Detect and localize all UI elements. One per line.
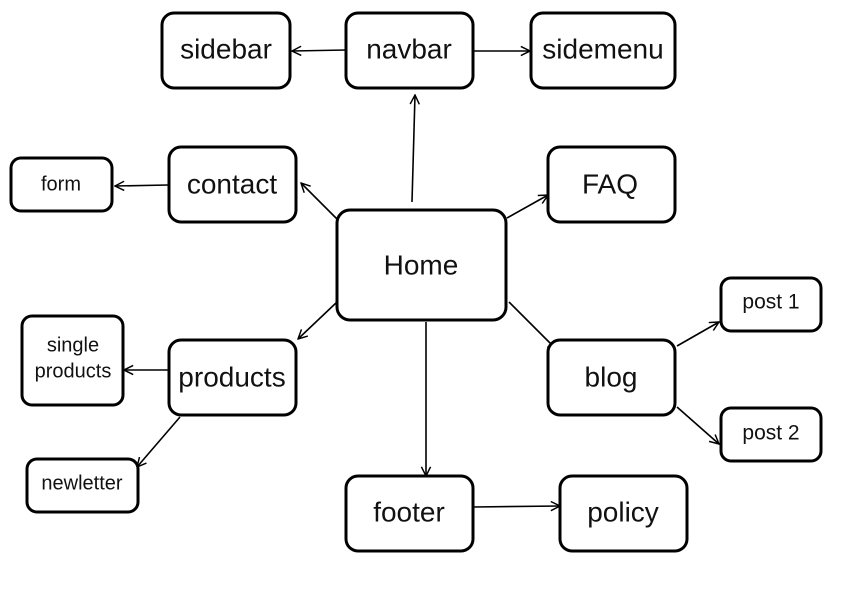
node-post2: post 2	[719, 406, 823, 463]
node-blog-label: blog	[585, 361, 638, 392]
node-sidebar: sidebar	[160, 11, 292, 90]
node-single-products: single products	[20, 314, 125, 407]
node-sidemenu: sidemenu	[529, 11, 677, 90]
edge-home-products	[298, 301, 338, 339]
edge-home-navbar	[412, 95, 415, 203]
node-products: products	[167, 338, 298, 417]
node-contact: contact	[167, 145, 298, 224]
edge-blog-post2	[676, 406, 719, 444]
node-contact-label: contact	[187, 168, 277, 199]
edge-navbar-sidebar	[292, 50, 347, 51]
node-single-products-label-line2: products	[35, 360, 112, 382]
node-footer: footer	[344, 474, 475, 553]
node-policy: policy	[558, 474, 689, 553]
edge-products-newletter	[137, 416, 181, 467]
node-sidebar-label: sidebar	[180, 33, 272, 64]
node-newletter-label: newletter	[41, 472, 122, 494]
nodes-layer: sidebar navbar sidemenu form contact FAQ…	[9, 11, 823, 553]
node-post2-label: post 2	[742, 422, 799, 445]
node-footer-label: footer	[373, 496, 445, 527]
edge-home-blog	[508, 301, 557, 350]
node-post1-label: post 1	[742, 291, 799, 314]
edge-footer-policy	[472, 506, 560, 507]
edge-home-faq	[506, 195, 548, 219]
node-form: form	[9, 156, 114, 213]
node-form-label: form	[41, 173, 81, 195]
node-navbar-label: navbar	[366, 33, 452, 64]
edge-home-contact	[301, 183, 338, 220]
node-sidemenu-label: sidemenu	[542, 33, 663, 64]
edge-blog-post1	[676, 322, 719, 347]
node-policy-label: policy	[587, 496, 659, 527]
node-home: Home	[335, 208, 508, 322]
node-newletter: newletter	[25, 457, 140, 514]
edge-contact-form	[115, 185, 169, 186]
node-blog: blog	[546, 338, 677, 417]
node-faq: FAQ	[546, 145, 677, 224]
edges-layer	[115, 50, 719, 507]
node-products-label: products	[178, 361, 285, 392]
node-faq-label: FAQ	[582, 168, 638, 199]
node-single-products-label-line1: single	[47, 334, 99, 356]
node-post1: post 1	[719, 276, 823, 333]
node-navbar: navbar	[344, 11, 475, 90]
node-home-label: Home	[384, 249, 459, 280]
